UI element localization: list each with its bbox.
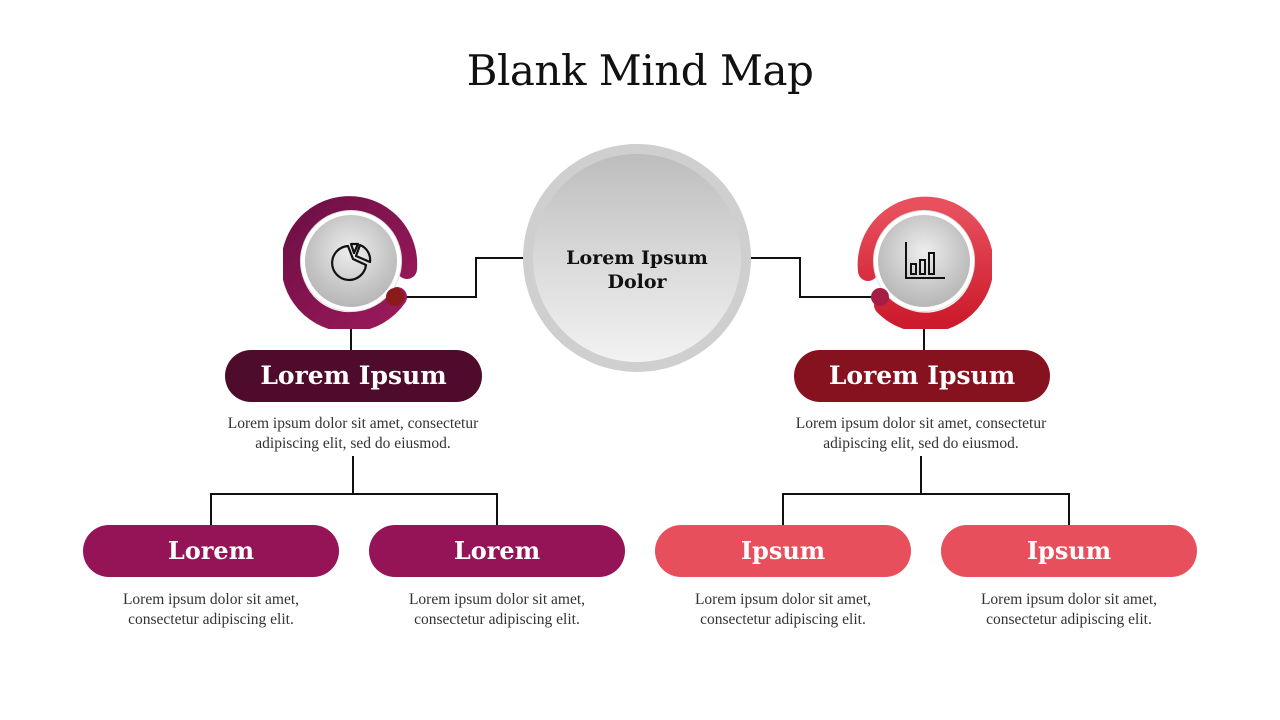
desc-line: Lorem ipsum dolor sit amet, <box>980 591 1158 608</box>
desc-line: consectetur adipiscing elit. <box>700 611 866 628</box>
left-connector-dot <box>386 288 404 306</box>
desc-line: Lorem ipsum dolor sit amet, <box>694 591 872 608</box>
right-child-description-2: Lorem ipsum dolor sit amet, consectetur … <box>939 590 1199 630</box>
bar-chart-icon <box>905 242 945 279</box>
central-topic-line1: Lorem Ipsum <box>566 247 708 269</box>
desc-line: adipiscing elit, sed do eiusmod. <box>823 435 1019 452</box>
connector-right-children <box>782 493 1070 525</box>
desc-line: adipiscing elit, sed do eiusmod. <box>255 435 451 452</box>
right-connector-dot <box>871 288 889 306</box>
child-label: Ipsum <box>740 536 826 565</box>
left-child-pill-2[interactable]: Lorem <box>369 525 625 577</box>
right-branch-label: Lorem Ipsum <box>828 361 1016 390</box>
connector-center-right <box>730 257 880 298</box>
desc-line: Lorem ipsum dolor sit amet, consectetur <box>795 415 1047 432</box>
left-child-description-2: Lorem ipsum dolor sit amet, consectetur … <box>367 590 627 630</box>
right-child-pill-2[interactable]: Ipsum <box>941 525 1197 577</box>
central-topic-line2: Dolor <box>607 271 667 293</box>
desc-line: Lorem ipsum dolor sit amet, <box>122 591 300 608</box>
desc-line: consectetur adipiscing elit. <box>128 611 294 628</box>
child-label: Lorem <box>167 536 255 565</box>
desc-line: consectetur adipiscing elit. <box>986 611 1152 628</box>
left-branch-label: Lorem Ipsum <box>260 361 447 390</box>
desc-line: Lorem ipsum dolor sit amet, <box>408 591 586 608</box>
left-child-pill-1[interactable]: Lorem <box>83 525 339 577</box>
right-child-pill-1[interactable]: Ipsum <box>655 525 911 577</box>
right-branch-description: Lorem ipsum dolor sit amet, consectetur … <box>751 414 1091 454</box>
desc-line: consectetur adipiscing elit. <box>414 611 580 628</box>
left-branch-description: Lorem ipsum dolor sit amet, consectetur … <box>183 414 523 454</box>
connector-center-left <box>402 257 546 298</box>
pie-chart-icon <box>331 242 372 282</box>
desc-line: Lorem ipsum dolor sit amet, consectetur <box>227 415 479 432</box>
left-child-description-1: Lorem ipsum dolor sit amet, consectetur … <box>81 590 341 630</box>
left-ring-arc <box>283 196 418 329</box>
central-topic-node[interactable]: Lorem Ipsum Dolor <box>523 144 751 372</box>
connector-left-children <box>210 493 498 525</box>
left-branch-icon-node[interactable] <box>283 193 419 329</box>
right-branch-pill[interactable]: Lorem Ipsum <box>794 350 1050 402</box>
child-label: Ipsum <box>1026 536 1112 565</box>
child-label: Lorem <box>453 536 541 565</box>
slide-title: Blank Mind Map <box>466 46 814 95</box>
left-branch-pill[interactable]: Lorem Ipsum <box>225 350 482 402</box>
right-child-description-1: Lorem ipsum dolor sit amet, consectetur … <box>653 590 913 630</box>
right-ring-arc <box>857 196 992 329</box>
right-branch-icon-node[interactable] <box>856 193 992 329</box>
